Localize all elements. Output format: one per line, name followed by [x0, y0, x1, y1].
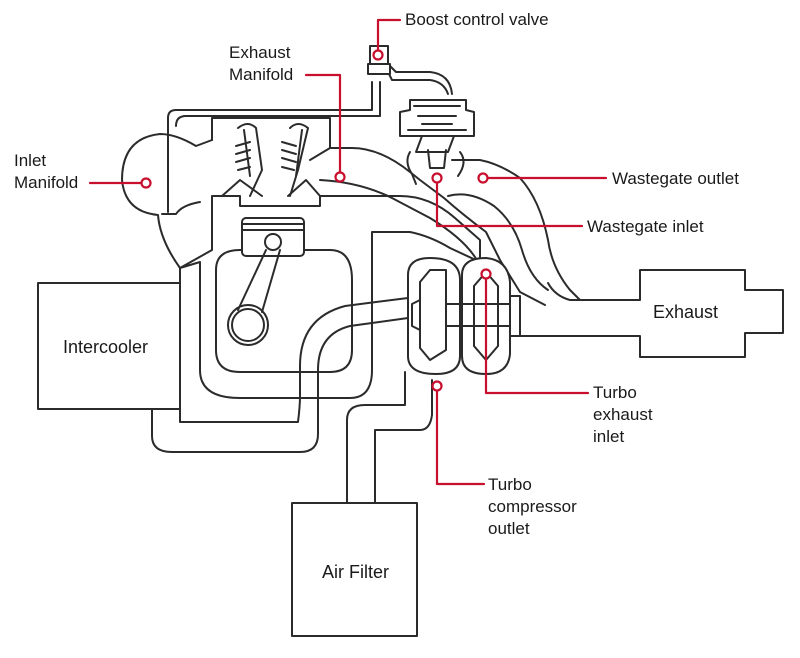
inlet-manifold [121, 133, 213, 289]
connecting-rod [237, 249, 281, 313]
marker-wastegate-outlet [477, 172, 489, 184]
turbo-shaft [445, 295, 521, 337]
callout-turbo-exhaust-inlet [484, 272, 590, 395]
marker-wastegate-inlet [431, 172, 443, 184]
marker-inlet-manifold [140, 177, 152, 189]
marker-turbo-exhaust-inlet [480, 268, 492, 280]
callout-exhaust-manifold [304, 73, 342, 179]
intake-valve [237, 123, 263, 197]
intercooler-box [37, 282, 181, 410]
wastegate-actuator [399, 99, 475, 137]
crank-case [215, 249, 353, 373]
label-wastegate-inlet: Wastegate inlet [587, 217, 704, 236]
label-exhaust-manifold-line1: Exhaust [229, 43, 291, 62]
exhaust-box [519, 269, 784, 358]
label-turbo-exhaust-inlet-line2: exhaust [593, 405, 653, 424]
label-turbo-compressor-outlet: Turbo compressor outlet [488, 474, 577, 540]
piston [241, 217, 305, 257]
callout-boost-control-valve [376, 18, 402, 57]
label-inlet-manifold-line1: Inlet [14, 151, 47, 170]
label-turbo-compressor-outlet-line3: outlet [488, 519, 530, 538]
crankshaft [227, 304, 269, 346]
label-intercooler: Intercooler [63, 337, 149, 357]
air-filter-box [291, 502, 418, 637]
marker-exhaust-manifold [334, 171, 346, 183]
label-inlet-manifold-line2: Manifold [14, 173, 79, 192]
label-wastegate-outlet: Wastegate outlet [612, 169, 739, 188]
wastegate-outlet-pipe [451, 159, 581, 301]
callout-wastegate-inlet [435, 176, 584, 228]
label-turbo-exhaust-inlet: Turbo exhaust inlet [593, 382, 653, 448]
label-boost-control-valve: Boost control valve [405, 10, 549, 29]
marker-turbo-compressor-outlet [431, 380, 443, 392]
label-exhaust-manifold-line2: Manifold [229, 65, 294, 84]
label-inlet-manifold: Inlet Manifold [14, 150, 78, 194]
exhaust-manifold-pipe [329, 147, 546, 306]
label-air-filter: Air Filter [322, 562, 389, 582]
callout-turbo-compressor-outlet [435, 384, 486, 486]
air-filter-pipe [346, 371, 406, 504]
marker-boost-control-valve [372, 49, 384, 61]
cylinder-head [211, 117, 331, 161]
label-exhaust-manifold: Exhaust Manifold [229, 42, 293, 86]
label-exhaust: Exhaust [653, 302, 719, 322]
label-turbo-exhaust-inlet-line3: inlet [593, 427, 625, 446]
label-turbo-compressor-outlet-line1: Turbo [488, 475, 532, 494]
label-turbo-exhaust-inlet-line1: Turbo [593, 383, 637, 402]
exhaust-valve [289, 123, 309, 197]
intercooler-return-pipe [151, 317, 409, 453]
boost-pressure-line [167, 81, 381, 213]
engine-block [179, 195, 481, 399]
label-turbo-compressor-outlet-line2: compressor [488, 497, 577, 516]
